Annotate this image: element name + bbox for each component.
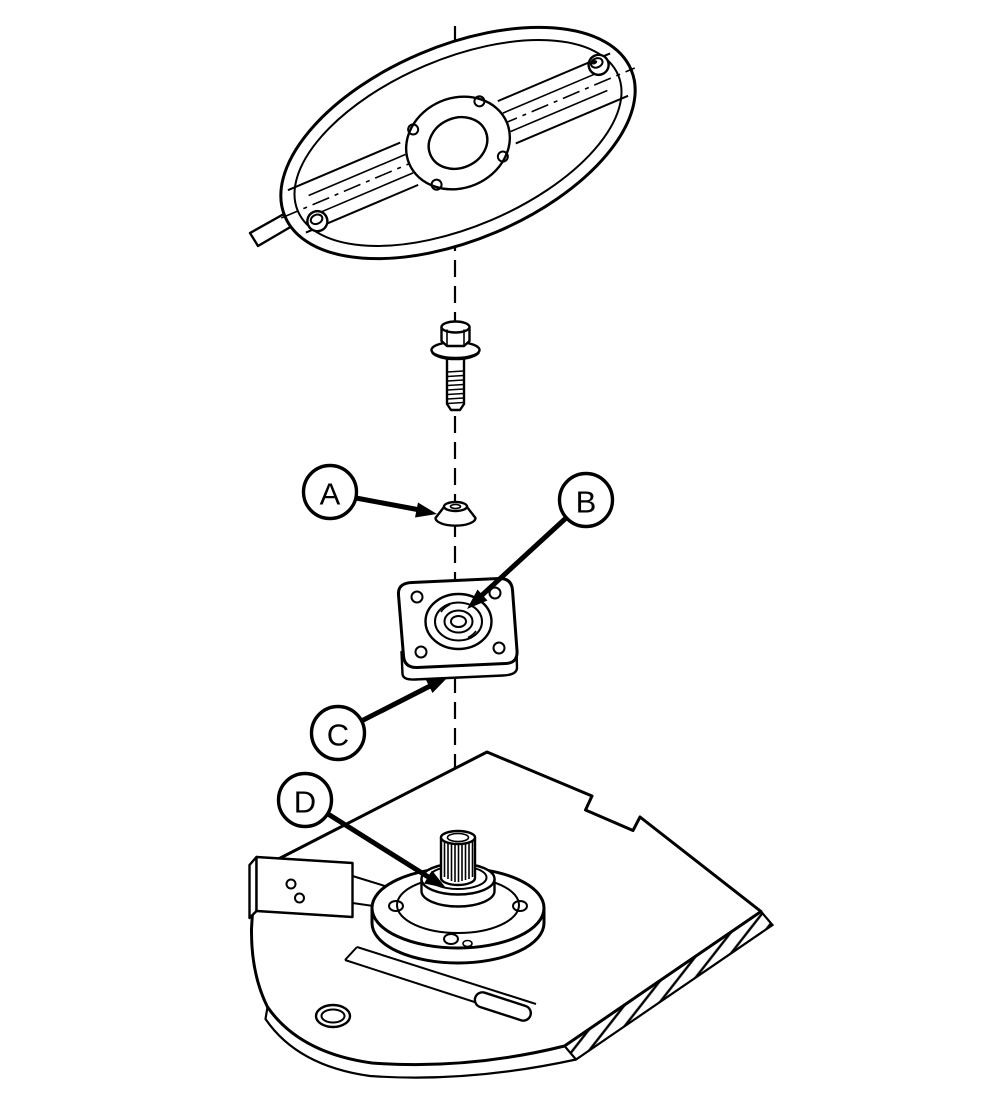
callout-c-label: C bbox=[327, 718, 349, 753]
disc-end-bolt-left bbox=[306, 209, 329, 233]
cone-washer bbox=[434, 500, 477, 527]
bolt-threads bbox=[447, 370, 464, 405]
callout-a-label: A bbox=[320, 477, 341, 512]
callout-b: B bbox=[467, 471, 615, 609]
callout-c-arrow bbox=[360, 682, 434, 723]
callout-a-circle bbox=[301, 463, 359, 521]
deck-slot bbox=[473, 991, 532, 1022]
callout-d-label: D bbox=[294, 785, 316, 820]
callout-d-arrowhead bbox=[424, 870, 446, 888]
callout-b-label: B bbox=[576, 485, 597, 520]
callout-a-arrow bbox=[355, 495, 421, 513]
bolt-head-top bbox=[440, 320, 471, 334]
callout-b-arrow bbox=[478, 516, 568, 599]
flange-bolt bbox=[430, 320, 481, 412]
callout-a-arrowhead bbox=[415, 502, 437, 518]
callout-c: C bbox=[309, 677, 448, 762]
callout-c-circle bbox=[309, 704, 367, 762]
washer-top bbox=[442, 500, 469, 513]
bearing-plate bbox=[396, 576, 519, 681]
plate-corner-holes bbox=[410, 586, 506, 659]
deck-channel bbox=[344, 946, 537, 1022]
disc-axis-line bbox=[280, 67, 636, 219]
callout-c-arrowhead bbox=[426, 677, 448, 693]
callout-d-circle bbox=[276, 771, 334, 829]
callout-b-arrowhead bbox=[467, 589, 488, 609]
callout-a: A bbox=[301, 463, 437, 521]
deck-bottom-lip bbox=[264, 1006, 577, 1079]
washer-hole bbox=[449, 503, 462, 510]
callout-d: D bbox=[276, 771, 446, 888]
callout-b-circle bbox=[557, 471, 615, 529]
washer-skirt bbox=[434, 505, 477, 527]
spindle-bolt-holes bbox=[388, 900, 528, 948]
deck-hole bbox=[314, 1003, 352, 1029]
bearing bbox=[424, 592, 493, 651]
callout-d-arrow bbox=[326, 811, 433, 881]
blade-disc bbox=[248, 25, 637, 261]
disc-hub bbox=[404, 95, 512, 191]
splined-shaft bbox=[439, 829, 477, 887]
spline-ridges bbox=[443, 841, 474, 882]
disc-end-bolt-right bbox=[587, 53, 610, 77]
